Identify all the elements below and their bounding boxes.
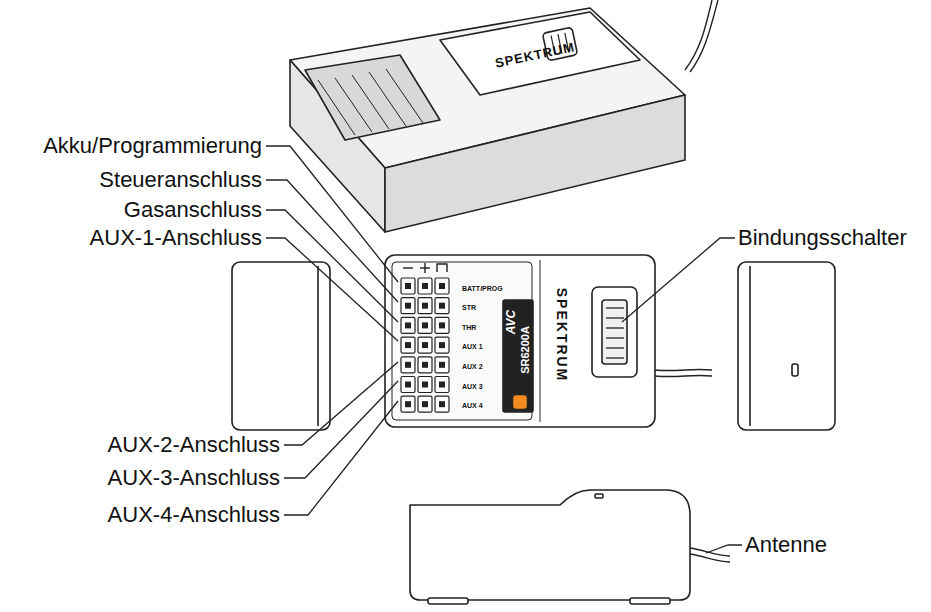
pin-socket [418, 337, 432, 353]
callout-label: Bindungsschalter [738, 227, 907, 249]
pin-socket [401, 278, 415, 294]
receiver-main-view [385, 255, 712, 427]
port-name: AUX 1 [462, 343, 483, 350]
callout-label: Steueranschluss [99, 169, 262, 191]
pin-socket [435, 278, 449, 294]
pin-socket [435, 396, 449, 412]
pin-socket [401, 317, 415, 333]
pin-socket [401, 337, 415, 353]
port-name: AUX 4 [462, 402, 483, 409]
pin-socket [418, 357, 432, 373]
port-name: BATT/PROG [462, 285, 503, 292]
pin-socket [418, 377, 432, 393]
receiver-top-view [290, 0, 718, 232]
leader-lines [266, 146, 742, 553]
pin-socket [435, 298, 449, 314]
callout-label: AUX-2-Anschluss [108, 434, 280, 456]
pin-socket [418, 278, 432, 294]
pin-socket [401, 357, 415, 373]
port-name: STR [462, 304, 476, 311]
port-name: AUX 3 [462, 383, 483, 390]
pin-socket [401, 377, 415, 393]
callout-label: Gasanschluss [124, 199, 262, 221]
receiver-right-side [738, 262, 835, 430]
receiver-bottom-view [410, 490, 730, 604]
pin-socket [435, 337, 449, 353]
port-name: AUX 2 [462, 363, 483, 370]
pin-socket [435, 377, 449, 393]
pin-socket [418, 396, 432, 412]
model-badge: AVC [505, 310, 517, 334]
callout-label: AUX-1-Anschluss [90, 227, 262, 249]
callout-label: AUX-4-Anschluss [108, 504, 280, 526]
pin-socket [401, 396, 415, 412]
pin-socket [435, 357, 449, 373]
brand-logo: SPEKTRUM [555, 288, 569, 383]
callout-label: Antenne [745, 534, 827, 556]
model-name: SR6200A [520, 326, 531, 374]
callout-label: AUX-3-Anschluss [108, 467, 280, 489]
pin-socket [435, 317, 449, 333]
pin-socket [418, 317, 432, 333]
receiver-left-side [232, 262, 330, 430]
pin-socket [418, 298, 432, 314]
port-name: THR [462, 324, 476, 331]
brand-logo: SPEKTRUM [494, 40, 576, 70]
callout-label: Akku/Programmierung [43, 135, 262, 157]
pin-socket [401, 298, 415, 314]
